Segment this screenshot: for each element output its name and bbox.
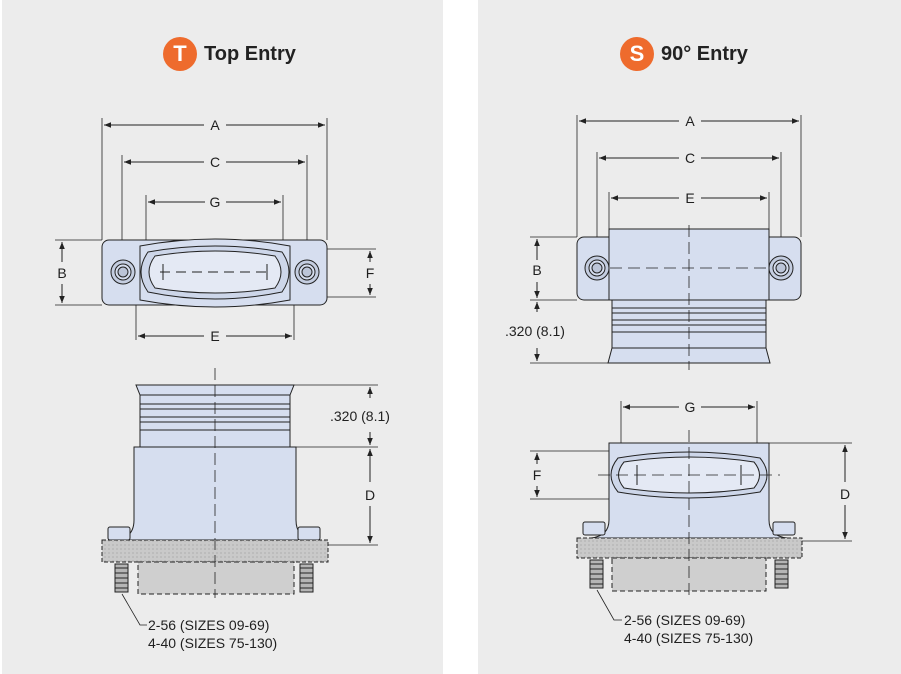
side-note-line1: 2-56 (SIZES 09-69) — [624, 612, 745, 628]
top-dim-a: A — [210, 117, 220, 133]
side-dim-d: D — [840, 486, 850, 502]
ninety-entry-header: S 90° Entry — [620, 34, 748, 74]
side-note-line2: 4-40 (SIZES 75-130) — [624, 630, 753, 646]
top-dim-height: .320 (8.1) — [330, 408, 390, 424]
top-note-line2: 4-40 (SIZES 75-130) — [148, 635, 277, 651]
top-dim-d: D — [365, 487, 375, 503]
top-dim-f: F — [366, 265, 375, 281]
side-dim-a: A — [685, 113, 695, 129]
ninety-entry-badge: S — [620, 37, 654, 71]
side-dim-e: E — [685, 190, 694, 206]
ninety-entry-title: 90° Entry — [661, 42, 748, 65]
top-dim-b: B — [57, 265, 66, 281]
side-dim-f: F — [533, 467, 542, 483]
top-entry-header: T Top Entry — [163, 34, 296, 74]
top-entry-side-view — [101, 368, 378, 626]
top-dim-e: E — [210, 328, 219, 344]
top-entry-title: Top Entry — [204, 42, 296, 65]
top-entry-badge: T — [163, 37, 197, 71]
top-dim-c: C — [210, 154, 220, 170]
side-dim-c: C — [685, 150, 695, 166]
side-dim-g: G — [685, 399, 696, 415]
top-dim-g: G — [210, 194, 221, 210]
top-entry-top-view — [55, 118, 376, 340]
side-dim-b: B — [532, 262, 541, 278]
side-dim-height: .320 (8.1) — [505, 323, 565, 339]
top-note-line1: 2-56 (SIZES 09-69) — [148, 617, 269, 633]
ninety-entry-side-view — [530, 401, 852, 621]
ninety-entry-top-view — [530, 115, 802, 370]
